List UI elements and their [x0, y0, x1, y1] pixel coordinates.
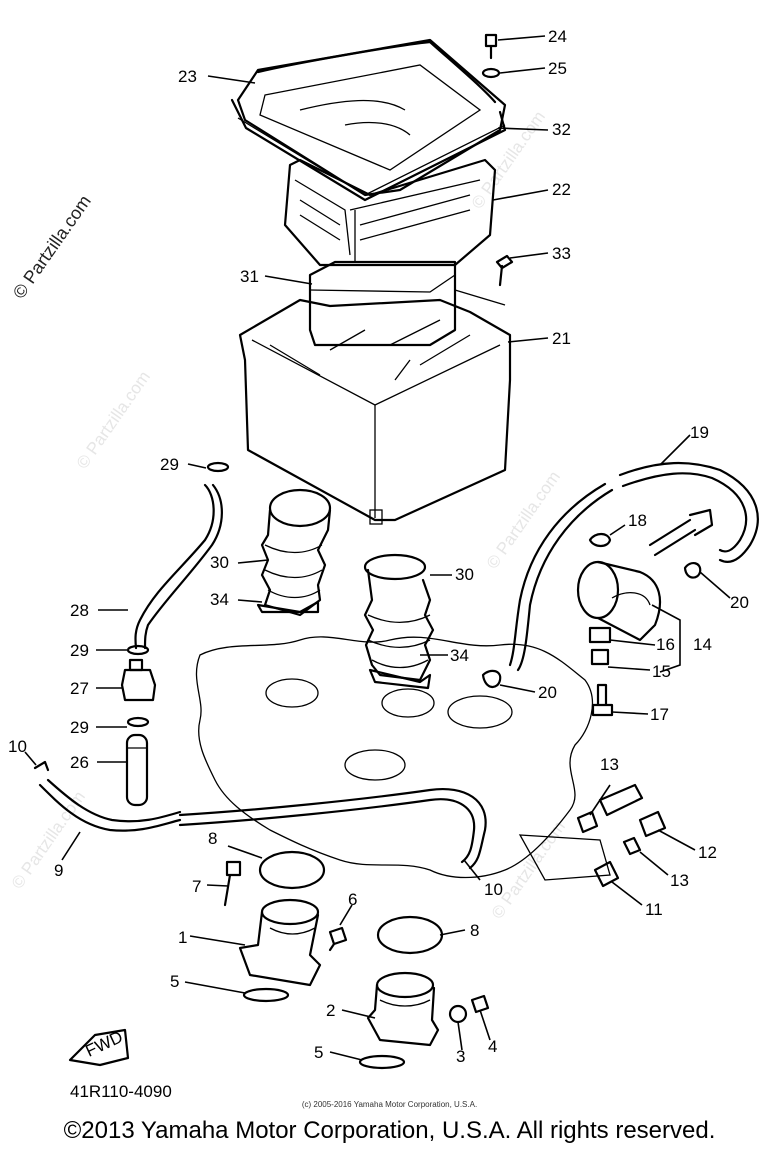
- callout-6: 6: [348, 890, 357, 909]
- solenoid-valve-14: [576, 508, 714, 666]
- filter-joint: [308, 260, 457, 347]
- bolt-7: [223, 860, 242, 907]
- clip-10a: [33, 760, 50, 772]
- fwd-arrow: FWD: [68, 1027, 130, 1067]
- clamp-8a: [258, 850, 326, 890]
- clamp-13b: [622, 836, 642, 856]
- callout-13: 13: [600, 755, 619, 774]
- callout-7: 7: [192, 877, 201, 896]
- hose-12a: [598, 783, 644, 817]
- callouts: 24 25 23 32 22 33 31 21 19 29 18 30 30 2…: [8, 27, 749, 1066]
- callout-17: 17: [650, 705, 669, 724]
- engine-outline: [195, 636, 611, 881]
- hose-28-inner: [143, 483, 223, 650]
- cap-18: [588, 532, 612, 548]
- copyright-small: (c) 2005-2016 Yamaha Motor Corporation, …: [301, 1100, 478, 1109]
- callout-29: 29: [160, 455, 179, 474]
- diagram-code: 41R110-4090: [70, 1082, 172, 1101]
- callout-16: 16: [656, 635, 675, 654]
- callout-12: 12: [698, 843, 717, 862]
- callout-13: 13: [670, 871, 689, 890]
- air-filter-element: [283, 158, 497, 267]
- gasket-5a: [242, 987, 290, 1003]
- callout-4: 4: [488, 1037, 497, 1056]
- clip-29a: [206, 461, 230, 473]
- callout-24: 24: [548, 27, 567, 46]
- callout-33: 33: [552, 244, 571, 263]
- manifold-1: [238, 898, 322, 987]
- watermark: © Partzilla.com: [9, 191, 95, 302]
- fwd-label: FWD: [83, 1027, 126, 1061]
- clip-20a: [683, 562, 702, 579]
- callout-27: 27: [70, 679, 89, 698]
- clip-29b: [126, 644, 150, 656]
- callout-29: 29: [70, 641, 89, 660]
- bolt-6: [328, 926, 348, 952]
- callout-3: 3: [456, 1047, 465, 1066]
- callout-30: 30: [455, 565, 474, 584]
- washer-25: [481, 67, 501, 79]
- callout-26: 26: [70, 753, 89, 772]
- screw-33: [495, 254, 514, 287]
- hose-9-left: [38, 778, 182, 832]
- callout-5: 5: [314, 1043, 323, 1062]
- clip-29c: [126, 716, 150, 728]
- bolt-17: [591, 683, 614, 717]
- callout-10: 10: [8, 737, 27, 756]
- hose-9-right: [178, 787, 487, 870]
- callout-21: 21: [552, 329, 571, 348]
- callout-20: 20: [538, 683, 557, 702]
- leader-lines: [24, 35, 731, 1061]
- callout-5: 5: [170, 972, 179, 991]
- callout-2: 2: [326, 1001, 335, 1020]
- clamp-8b: [376, 915, 444, 955]
- callout-22: 22: [552, 180, 571, 199]
- callout-25: 25: [548, 59, 567, 78]
- callout-9: 9: [54, 861, 63, 880]
- callout-10: 10: [484, 880, 503, 899]
- manifold-2: [366, 971, 440, 1047]
- clip-4: [470, 994, 490, 1014]
- callout-32: 32: [552, 120, 571, 139]
- callout-34: 34: [210, 590, 229, 609]
- bolt-24: [484, 33, 498, 60]
- callout-19: 19: [690, 423, 709, 442]
- hose-9-right-inner: [178, 798, 476, 864]
- callout-30: 30: [210, 553, 229, 572]
- air-cleaner-cover: [230, 38, 507, 202]
- callout-29: 29: [70, 718, 89, 737]
- callout-34: 34: [450, 646, 469, 665]
- watermark: © Partzilla.com: [488, 818, 569, 923]
- callout-14: 14: [693, 635, 712, 654]
- hose-left-vent: [508, 482, 614, 672]
- gasket: [237, 117, 506, 196]
- callout-23: 23: [178, 67, 197, 86]
- gasket-5b: [358, 1054, 406, 1070]
- callout-28: 28: [70, 601, 89, 620]
- watermark: © Partzilla.com: [483, 468, 564, 573]
- callout-31: 31: [240, 267, 259, 286]
- clip-20b: [481, 669, 502, 688]
- watermark: © Partzilla.com: [73, 368, 154, 473]
- hose-19: [618, 461, 759, 563]
- air-cleaner-case: [238, 289, 512, 525]
- callout-8: 8: [470, 921, 479, 940]
- carburetor-joint-left: [256, 488, 332, 617]
- callout-1: 1: [178, 928, 187, 947]
- copyright-main: ©2013 Yamaha Motor Corporation, U.S.A. A…: [63, 1117, 716, 1144]
- clamp-13a: [576, 810, 599, 834]
- hose-28: [134, 483, 215, 650]
- cap-3: [448, 1004, 468, 1024]
- callout-11: 11: [645, 900, 663, 919]
- callout-18: 18: [628, 511, 647, 530]
- hose-12: [638, 810, 667, 838]
- callout-8: 8: [208, 829, 217, 848]
- callout-15: 15: [652, 662, 671, 681]
- fitting-11: [593, 860, 620, 888]
- pipe-26: [125, 733, 149, 807]
- callout-20: 20: [730, 593, 749, 612]
- check-valve-27: [120, 658, 157, 702]
- carburetor-joint-right: [363, 553, 435, 690]
